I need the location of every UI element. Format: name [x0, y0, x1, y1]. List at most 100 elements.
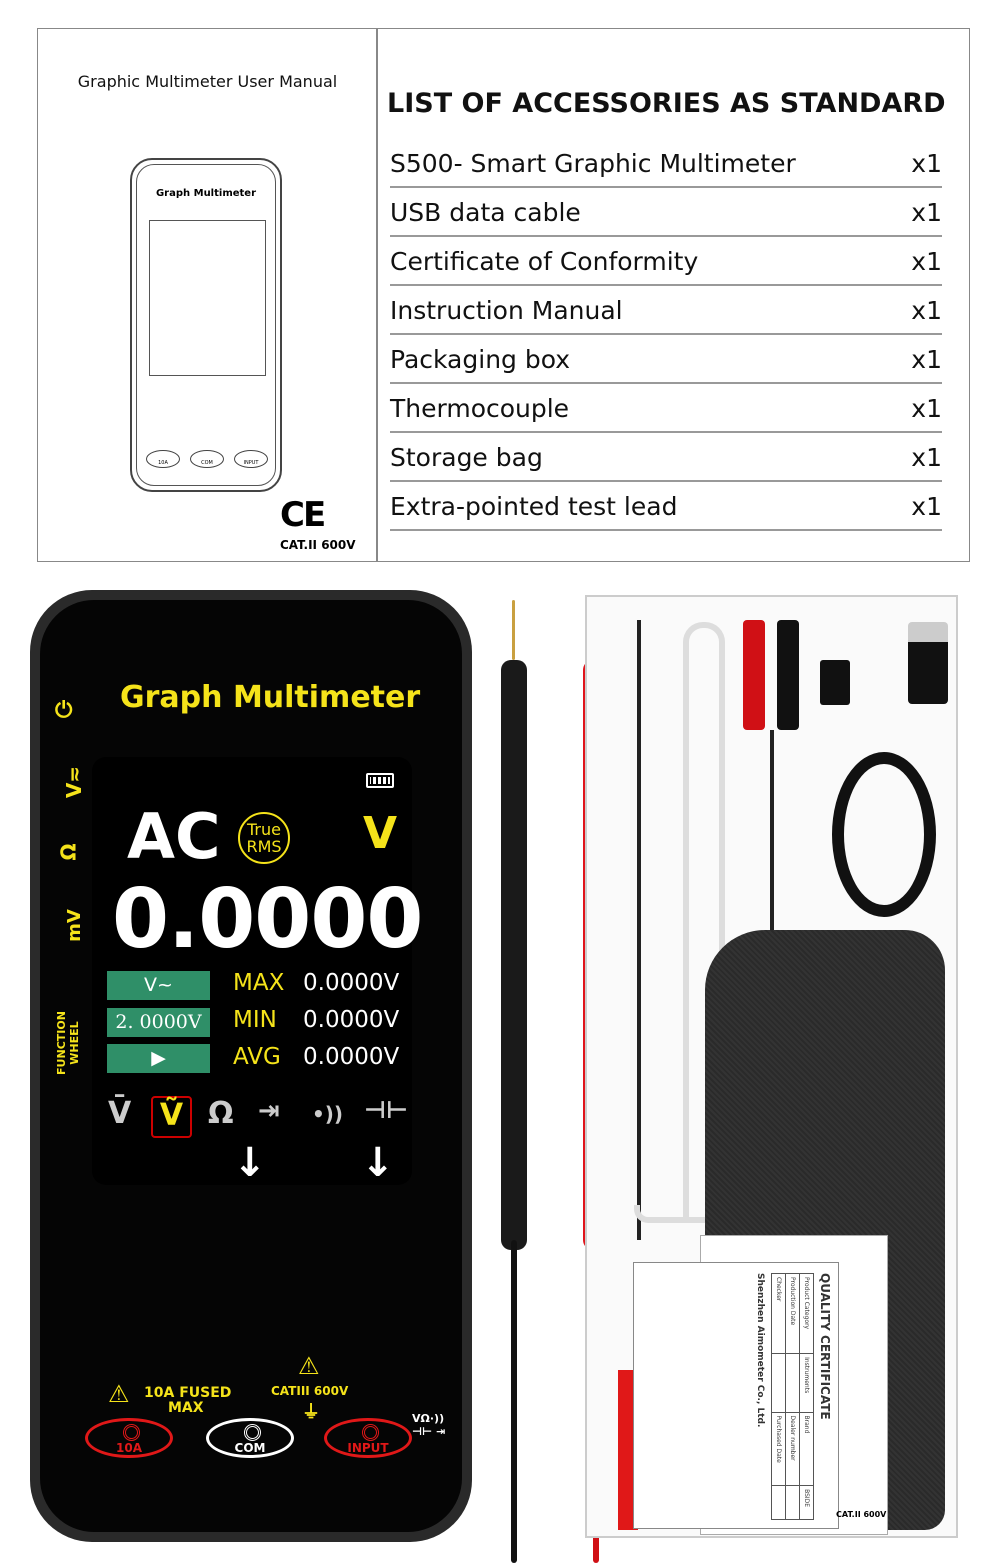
- max-label: MAX: [168, 1400, 204, 1416]
- stat-label: MIN: [233, 1007, 277, 1033]
- diode-icon[interactable]: ⇥: [258, 1096, 280, 1126]
- accessories-title: LIST OF ACCESSORIES AS STANDARD: [387, 88, 946, 119]
- jack-socket-icon: [362, 1424, 379, 1441]
- stat-value: 0.0000V: [303, 1044, 400, 1070]
- accessory-row: Storage bag x1: [390, 433, 942, 482]
- sketch-jack: 10A: [146, 450, 180, 468]
- play-button[interactable]: ▶: [107, 1044, 210, 1073]
- input-symbols: VΩ·)) ⊣⊢ ⇥: [412, 1412, 446, 1438]
- jack-com[interactable]: COM: [206, 1418, 294, 1458]
- company-name: Shenzhen Aimometer Co., Ltd.: [755, 1273, 765, 1428]
- accessory-name: S500- Smart Graphic Multimeter: [390, 149, 796, 178]
- continuity-icon[interactable]: •)): [312, 1102, 344, 1126]
- accessory-qty: x1: [911, 394, 942, 423]
- usb-plug-icon: [908, 622, 948, 704]
- accessory-name: Certificate of Conformity: [390, 247, 699, 276]
- accessory-name: Storage bag: [390, 443, 543, 472]
- category-rating: CAT.II 600V: [280, 538, 356, 552]
- accessory-row: USB data cable x1: [390, 188, 942, 237]
- manual-title: Graphic Multimeter User Manual: [77, 72, 338, 91]
- cert-cell: BSIDE: [799, 1485, 814, 1520]
- accessory-name: Packaging box: [390, 345, 571, 374]
- mode-button[interactable]: V~: [107, 971, 210, 1000]
- mode-label: AC: [127, 800, 221, 873]
- millivolt-button[interactable]: mV: [63, 909, 85, 942]
- manual-device-illustration: Graph Multimeter 10A COM INPUT: [130, 158, 282, 492]
- stat-value: 0.0000V: [303, 1007, 400, 1033]
- jack-label: INPUT: [347, 1441, 389, 1455]
- ac-voltage-icon-selected[interactable]: Ṽ: [151, 1096, 192, 1138]
- accessory-row: Extra-pointed test lead x1: [390, 482, 942, 531]
- micro-usb-plug: [820, 660, 850, 705]
- unit-label: V: [363, 808, 398, 859]
- accessory-row: Packaging box x1: [390, 335, 942, 384]
- ohm-icon[interactable]: Ω: [208, 1096, 234, 1131]
- black-lead-wire: [511, 1240, 517, 1563]
- accessory-qty: x1: [911, 443, 942, 472]
- main-reading: 0.0000: [112, 872, 423, 967]
- ce-mark: CE: [280, 495, 326, 535]
- accessory-qty: x1: [911, 198, 942, 227]
- cert-category: CAT.II 600V: [836, 1510, 887, 1519]
- accessory-name: Extra-pointed test lead: [390, 492, 678, 521]
- accessory-panel: [37, 28, 970, 562]
- sketch-jack: INPUT: [234, 450, 268, 468]
- jack-label: COM: [234, 1441, 266, 1455]
- accessory-name: USB data cable: [390, 198, 581, 227]
- true-rms-badge: True RMS: [238, 812, 290, 864]
- divider: [376, 28, 378, 562]
- accessory-row: Certificate of Conformity x1: [390, 237, 942, 286]
- accessory-qty: x1: [911, 492, 942, 521]
- cert-cell: Checker: [771, 1273, 786, 1354]
- sketch-jack: COM: [190, 450, 224, 468]
- accessory-row: Thermocouple x1: [390, 384, 942, 433]
- thermocouple-wire: [683, 622, 725, 1222]
- black-probe-tip: [512, 600, 515, 660]
- cat-rating: CATIII 600V: [271, 1384, 349, 1398]
- warning-icon: ⚠: [298, 1352, 320, 1380]
- cert-cell: Brand: [799, 1412, 814, 1486]
- range-button[interactable]: 2. 0000V: [107, 1008, 210, 1037]
- sketch-label: Graph Multimeter: [155, 188, 257, 199]
- stat-label: AVG: [233, 1044, 281, 1070]
- cert-cell: Dealer number: [785, 1412, 800, 1486]
- function-wheel-label[interactable]: FUNCTION WHEEL: [55, 1011, 81, 1075]
- cert-cell: Purchased Date: [771, 1412, 786, 1486]
- arrow-down-icon: ↓: [233, 1140, 267, 1186]
- black-banana-plug: [777, 620, 799, 730]
- certificate-title: QUALITY CERTIFICATE: [818, 1273, 832, 1420]
- fused-warning: 10A FUSED: [144, 1385, 232, 1401]
- accessory-qty: x1: [911, 149, 942, 178]
- jack-label: 10A: [116, 1441, 142, 1455]
- power-icon[interactable]: ⏻: [55, 698, 73, 723]
- accessory-qty: x1: [911, 345, 942, 374]
- meter-brand: Graph Multimeter: [120, 680, 421, 715]
- voltage-button[interactable]: V≂: [62, 765, 87, 799]
- stat-label: MAX: [233, 970, 285, 996]
- jack-input[interactable]: INPUT: [324, 1418, 412, 1458]
- red-banana-plug: [743, 620, 765, 730]
- warning-icon: ⚠: [108, 1380, 130, 1408]
- accessory-row: S500- Smart Graphic Multimeter x1: [390, 139, 942, 188]
- jack-socket-icon: [123, 1424, 140, 1441]
- dc-voltage-icon[interactable]: V̄: [108, 1096, 132, 1131]
- jack-socket-icon: [244, 1424, 261, 1441]
- accessory-name: Thermocouple: [390, 394, 570, 423]
- accessory-qty: x1: [911, 247, 942, 276]
- cert-cell: Instruments: [799, 1353, 814, 1413]
- accessory-qty: x1: [911, 296, 942, 325]
- jack-10a[interactable]: 10A: [85, 1418, 173, 1458]
- battery-icon: [366, 773, 394, 788]
- arrow-down-icon: ↓: [361, 1140, 395, 1186]
- black-test-lead: [501, 660, 527, 1250]
- sketch-screen: [149, 220, 266, 376]
- multimeter-body: [30, 590, 472, 1542]
- ground-icon: ⏚: [302, 1402, 320, 1423]
- capacitance-icon[interactable]: ⊣⊢: [364, 1096, 408, 1124]
- ohm-button[interactable]: Ω: [56, 843, 81, 861]
- cert-cell: Product Category: [799, 1273, 814, 1354]
- temperature-probe: [637, 620, 641, 1240]
